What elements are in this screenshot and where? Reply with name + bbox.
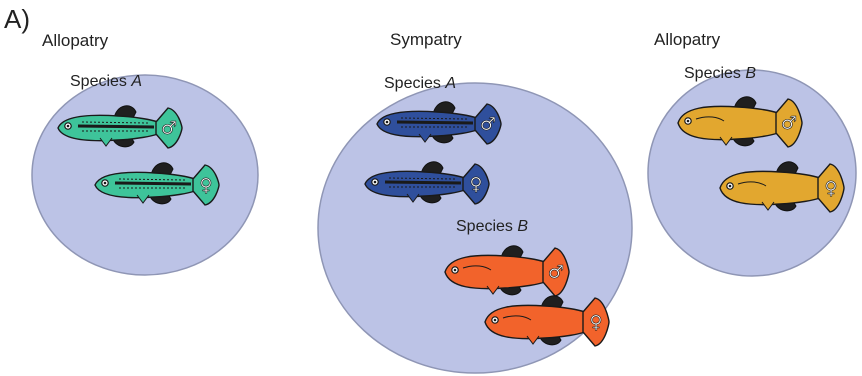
sex-symbol-male: ♂ xyxy=(548,262,564,283)
sex-symbol-female: ♀ xyxy=(199,175,212,196)
sex-symbol-male: ♂ xyxy=(781,113,797,134)
pupil xyxy=(386,121,389,124)
lateral-stripe xyxy=(397,122,473,123)
pupil xyxy=(729,185,732,188)
species-label-a-sympatry: Species A xyxy=(384,75,456,93)
fish-body xyxy=(485,305,585,338)
fish-body xyxy=(445,255,545,288)
species-label-b-sympatry: Species B xyxy=(456,218,528,236)
pupil xyxy=(104,182,107,185)
sex-symbol-male: ♂ xyxy=(161,118,177,139)
pupil xyxy=(687,120,690,123)
pupil xyxy=(454,269,457,272)
pupil xyxy=(494,319,497,322)
sex-symbol-female: ♀ xyxy=(824,178,837,199)
species-label-a-allopatry: Species A xyxy=(70,73,142,91)
pupil xyxy=(67,125,70,128)
lateral-stripe xyxy=(115,183,191,184)
lateral-stripe xyxy=(385,182,461,183)
sex-symbol-male: ♂ xyxy=(480,114,496,135)
fish-body xyxy=(678,106,778,139)
fish-body xyxy=(720,171,820,204)
sex-symbol-female: ♀ xyxy=(469,174,482,195)
lateral-stripe xyxy=(78,126,154,127)
sex-symbol-female: ♀ xyxy=(589,312,602,333)
pupil xyxy=(374,181,377,184)
species-label-b-allopatry: Species B xyxy=(684,65,756,83)
